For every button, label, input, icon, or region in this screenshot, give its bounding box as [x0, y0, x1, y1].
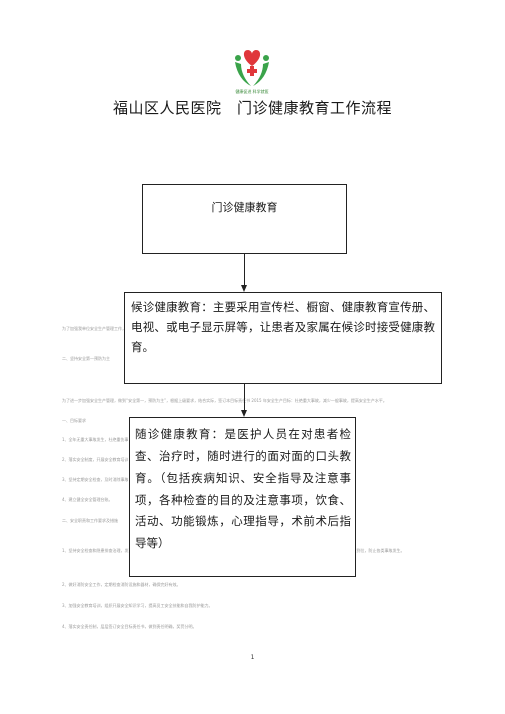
flow-step-label: 门诊健康教育 — [211, 201, 278, 214]
background-text-line: 3、加强安全教育培训，组织开展安全知识学习，提高员工安全技能和自我防护能力。 — [62, 603, 213, 608]
background-text-line: 为了进一步加强安全生产管理，做到“安全第一，预防为主”，根据上级要求，结合实际，… — [62, 398, 387, 403]
right-figure-icon — [253, 62, 269, 86]
background-text-line: 4、建立健全安全管理台账。 — [62, 497, 113, 502]
flow-step-text: 随诊健康教育：是医护人员在对患者检查、治疗时，随时进行的面对面的口头教育。（包括… — [135, 427, 351, 551]
background-text-line: 3、坚持定期安全检查，及时消除事故隐患，确保安全生产。 — [62, 477, 128, 482]
background-text-line: 一、目标要求 — [62, 418, 86, 423]
connector-line — [244, 384, 245, 411]
background-text-line: 2、落实安全制度，开展安全教育培训，提高员工安全意识。 — [62, 457, 128, 462]
hospital-logo — [235, 50, 269, 86]
background-text-line: 二、安全职责和工作要求及措施 — [62, 518, 118, 523]
flow-step-waiting-education: 候诊健康教育：主要采用宣传栏、橱窗、健康教育宣传册、电视、或电子显示屏等，让患者… — [124, 292, 442, 384]
flow-step-outpatient-education: 门诊健康教育 — [142, 184, 347, 254]
left-figure-icon — [235, 62, 251, 86]
page-number: 1 — [250, 654, 255, 661]
heart-icon — [243, 50, 261, 66]
logo-caption: 健康促进 科学就医 — [235, 89, 269, 94]
background-text-line: 二、坚持安全第一预防为主 — [62, 356, 110, 361]
connector-line — [244, 254, 245, 286]
arrow-down-icon — [241, 285, 247, 292]
background-text-line: 1、全年无重大事故发生，杜绝重伤事故，减少轻伤事故。 — [62, 437, 128, 442]
page-title: 福山区人民医院 门诊健康教育工作流程 — [112, 99, 392, 117]
flow-step-text: 候诊健康教育：主要采用宣传栏、橱窗、健康教育宣传册、电视、或电子显示屏等，让患者… — [131, 300, 435, 355]
flow-step-consultation-education: 随诊健康教育：是医护人员在对患者检查、治疗时，随时进行的面对面的口头教育。（包括… — [129, 417, 356, 577]
background-text-line: 4、落实安全责任制，层层签订安全目标责任书，做到责任明确，奖罚分明。 — [62, 624, 197, 629]
background-text-line: 2、做好消防安全工作，定期检查消防设施和器材，确保完好有效。 — [62, 582, 181, 587]
arrow-down-icon — [241, 410, 247, 417]
